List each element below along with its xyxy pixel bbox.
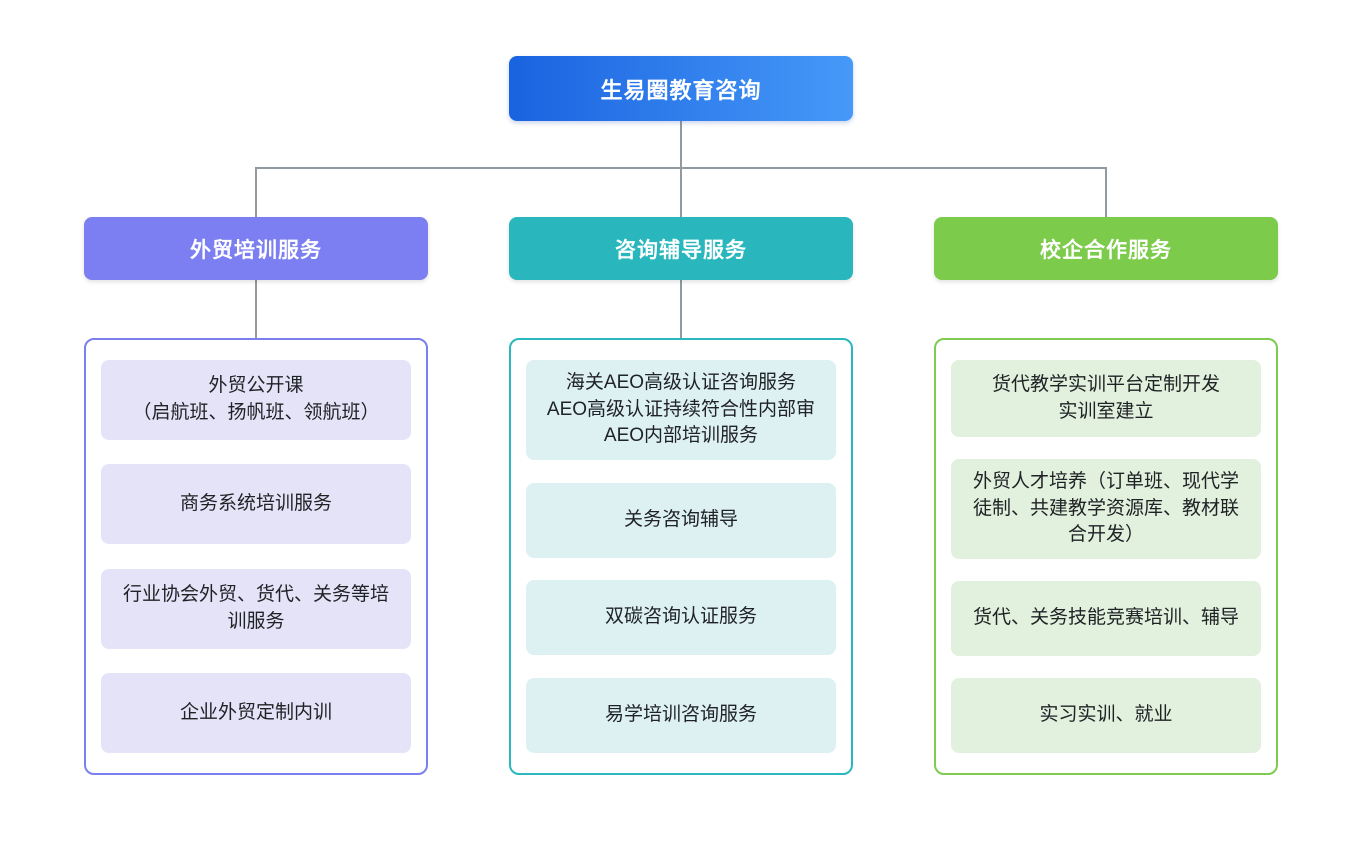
- branch-panel-school-enterprise: 货代教学实训平台定制开发 实训室建立 外贸人才培养（订单班、现代学 徒制、共建教…: [934, 338, 1278, 775]
- tree-item: 实习实训、就业: [951, 678, 1261, 753]
- tree-item: 易学培训咨询服务: [526, 677, 836, 753]
- connector-drop-left: [255, 167, 257, 218]
- tree-item: 企业外贸定制内训: [101, 672, 411, 753]
- tree-item: 外贸公开课 （启航班、扬帆班、领航班）: [101, 360, 411, 440]
- branch-header-consulting-coaching: 咨询辅导服务: [509, 217, 853, 280]
- branch-header-school-enterprise: 校企合作服务: [934, 217, 1278, 280]
- branch-panel-foreign-trade-training: 外贸公开课 （启航班、扬帆班、领航班） 商务系统培训服务 行业协会外贸、货代、关…: [84, 338, 428, 775]
- connector-drop-middle: [680, 167, 682, 218]
- branch-panel-consulting-coaching: 海关AEO高级认证咨询服务 AEO高级认证持续符合性内部审 AEO内部培训服务 …: [509, 338, 853, 775]
- tree-item: 外贸人才培养（订单班、现代学 徒制、共建教学资源库、教材联 合开发）: [951, 459, 1261, 559]
- connector-drop-right: [1105, 167, 1107, 218]
- tree-item: 海关AEO高级认证咨询服务 AEO高级认证持续符合性内部审 AEO内部培训服务: [526, 360, 836, 460]
- branch-header-foreign-trade-training: 外贸培训服务: [84, 217, 428, 280]
- tree-item: 行业协会外贸、货代、关务等培 训服务: [101, 568, 411, 649]
- connector-panel-middle: [680, 280, 682, 338]
- connector-panel-left: [255, 280, 257, 338]
- connector-root-trunk: [680, 121, 682, 168]
- tree-item: 商务系统培训服务: [101, 464, 411, 545]
- tree-item: 货代教学实训平台定制开发 实训室建立: [951, 360, 1261, 437]
- tree-item: 关务咨询辅导: [526, 482, 836, 558]
- tree-item: 双碳咨询认证服务: [526, 580, 836, 656]
- root-node: 生易圈教育咨询: [509, 56, 853, 121]
- tree-item: 货代、关务技能竞赛培训、辅导: [951, 581, 1261, 656]
